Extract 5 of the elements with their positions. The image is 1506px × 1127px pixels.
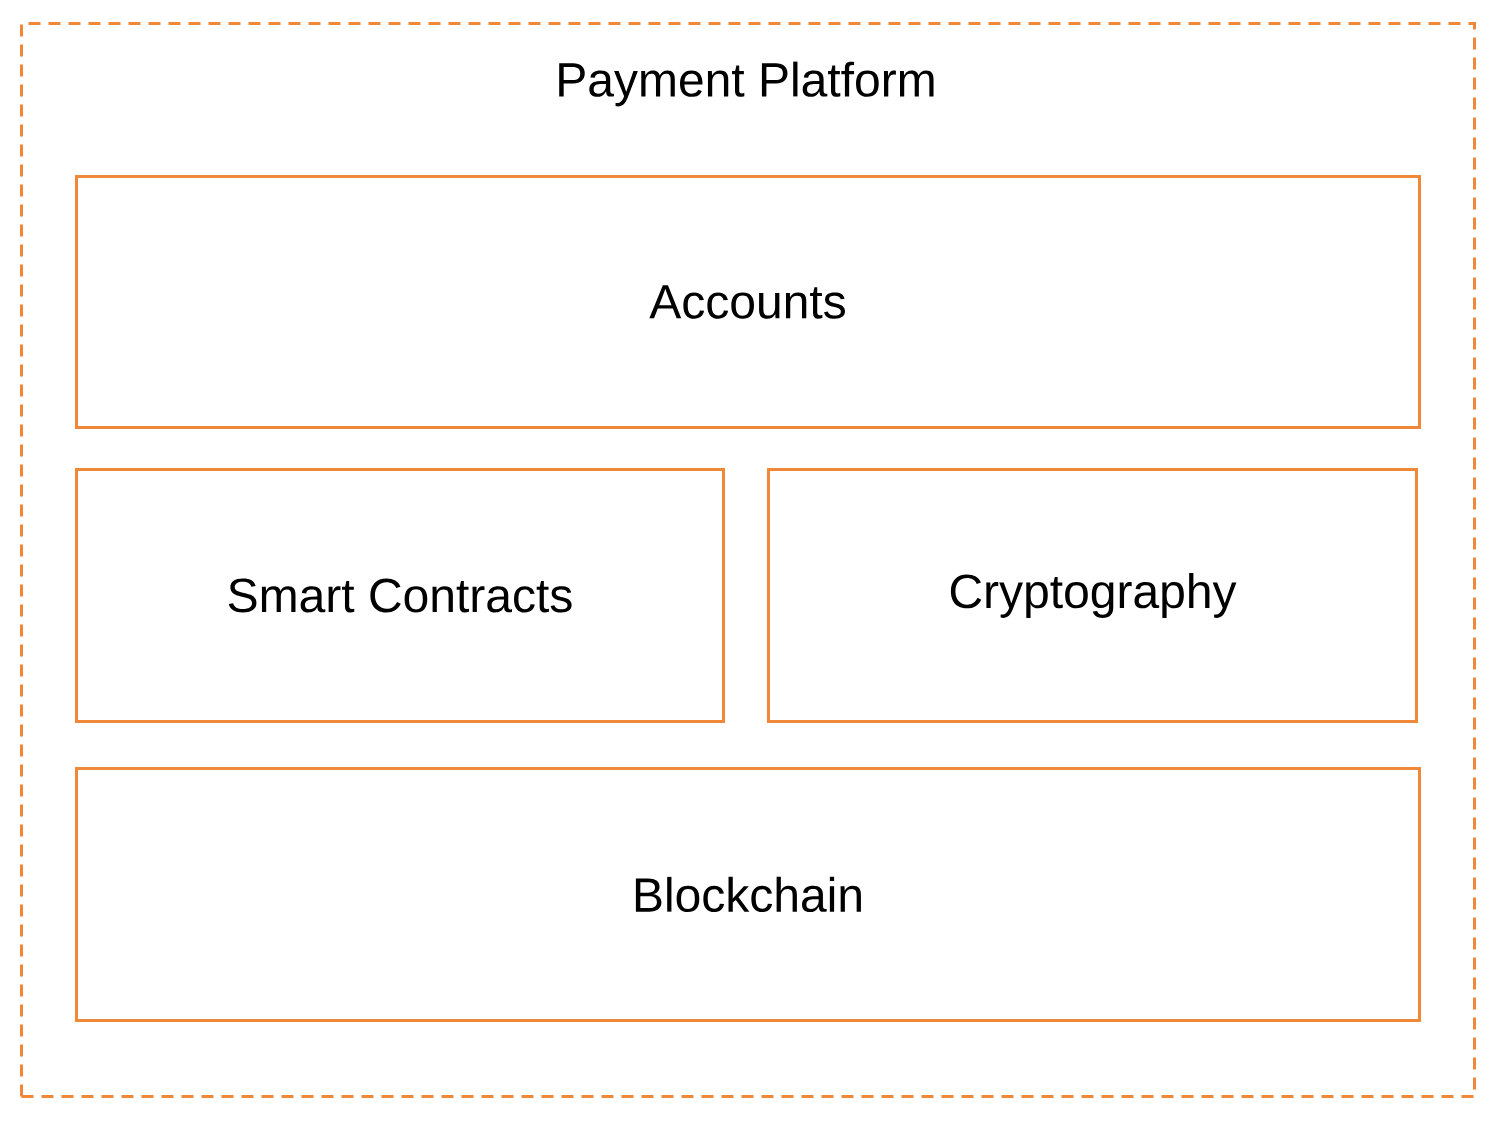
container-title: Payment Platform — [559, 61, 934, 107]
layer-box: Blockchain — [75, 767, 1421, 1022]
layer-box: Smart Contracts — [75, 468, 725, 723]
layer-box: Accounts — [75, 175, 1421, 429]
layer-box: Cryptography — [767, 468, 1418, 723]
